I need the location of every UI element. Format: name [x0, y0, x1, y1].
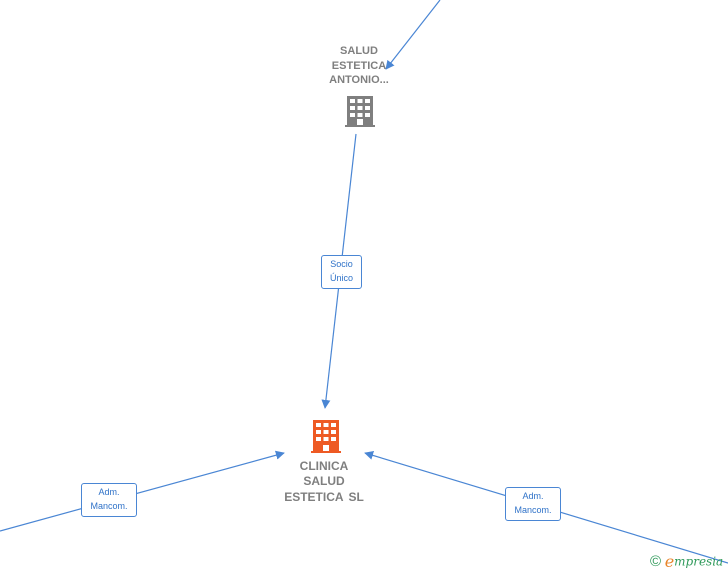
building-icon[interactable] — [345, 96, 375, 127]
edge-adm-mancom-left — [0, 450, 285, 532]
edge-label-adm-mancom-right: Adm. Mancom. — [505, 487, 561, 521]
edge-label-socio-unico: Socio Único — [321, 255, 362, 289]
building-icon[interactable] — [311, 420, 341, 453]
brand-initial: e — [664, 552, 675, 571]
edge-label-line: Adm. — [98, 487, 120, 497]
node-label-clinica-salud-estetica[interactable]: CLINICA SALUD ESTETICA SL — [284, 459, 364, 504]
brand-name: mpresia — [674, 554, 724, 569]
edge-label-line: Socio — [330, 259, 353, 269]
node-label-salud-estetica-antonio[interactable]: SALUD ESTETICA ANTONIO... — [329, 45, 389, 87]
edge-label-adm-mancom-left: Adm. Mancom. — [81, 483, 137, 517]
edge-label-line: Único — [329, 273, 353, 283]
edge-label-line: Adm. — [522, 491, 544, 501]
edge-label-line: Mancom. — [514, 505, 552, 515]
edge-incoming-top — [385, 0, 441, 70]
copyright-icon: © — [650, 553, 662, 570]
empresia-logo[interactable]: © empresia — [650, 552, 723, 572]
edge-label-line: Mancom. — [90, 501, 128, 511]
